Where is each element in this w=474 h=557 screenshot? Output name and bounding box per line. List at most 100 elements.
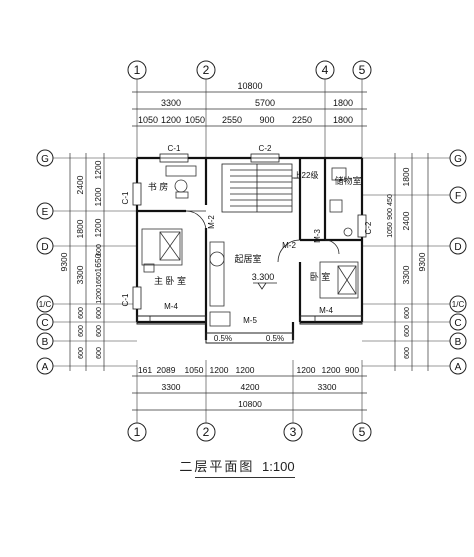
dim-top-r2-3: 2550 — [222, 115, 242, 125]
code-m4-left: M-4 — [164, 302, 178, 311]
room-storage: 储物室 — [334, 175, 361, 186]
axis-top-4: 4 — [322, 63, 329, 77]
dim-bottom-r1-2: 1050 — [185, 365, 204, 375]
code-c2-right: C-2 — [364, 221, 373, 234]
dim-left-r2-1: 1200 — [93, 187, 103, 206]
dim-bottom-total: 10800 — [238, 399, 262, 409]
room-study: 书 房 — [148, 181, 169, 192]
axis-left-C: C — [41, 318, 48, 329]
dim-bottom-r1-5: 1200 — [297, 365, 316, 375]
axis-top-1: 1 — [134, 63, 141, 77]
code-m5: M-5 — [243, 316, 257, 325]
dim-left-r1-1: 1800 — [75, 219, 85, 238]
dim-right-r2-2: 450 — [387, 194, 394, 206]
room-living: 起居室 — [234, 253, 261, 264]
furniture — [141, 165, 359, 327]
dimension-lines-top — [132, 91, 367, 127]
dim-bottom-r2-0: 3300 — [162, 382, 181, 392]
dim-right-r1-1: 2400 — [401, 211, 411, 230]
dim-top-r2-6: 1800 — [333, 115, 353, 125]
axis-bottom-2: 2 — [203, 425, 210, 439]
elevation-label: 3.300 — [252, 272, 275, 282]
dim-bottom-r2-1: 4200 — [241, 382, 260, 392]
dim-bottom-r1-3: 1200 — [210, 365, 229, 375]
dim-left-r1-5: 600 — [78, 347, 85, 359]
dimension-lines-right — [394, 153, 429, 371]
axis-bubbles-top — [127, 60, 372, 80]
axis-left-E: E — [42, 207, 49, 218]
dim-left-r2-9: 600 — [96, 347, 103, 359]
code-m4-right: M-4 — [319, 306, 333, 315]
dim-left-r2-0: 1200 — [93, 160, 103, 179]
dim-right-r1-4: 600 — [404, 325, 411, 337]
axis-left-G: G — [41, 154, 49, 165]
axis-right-1C: 1/C — [452, 300, 465, 309]
windows-top — [159, 153, 280, 163]
dim-bottom-r1-1: 2089 — [157, 365, 176, 375]
dim-right-r1-2: 3300 — [401, 265, 411, 284]
axis-bottom-5: 5 — [359, 425, 366, 439]
axis-top-2: 2 — [203, 63, 210, 77]
dim-right-r2-1: 900 — [387, 208, 394, 220]
code-m2-a: M-2 — [207, 215, 216, 229]
dim-top-r2-4: 900 — [259, 115, 274, 125]
dim-right-r1-3: 600 — [404, 307, 411, 319]
slope-right: 0.5% — [266, 334, 284, 343]
dim-left-r2-8: 600 — [96, 325, 103, 337]
caption-underline — [195, 477, 295, 478]
axis-bottom-1: 1 — [134, 425, 141, 439]
room-bedroom: 卧 室 — [310, 271, 331, 282]
axis-right-C: C — [454, 318, 461, 329]
dim-top-r2-5: 2250 — [292, 115, 312, 125]
dim-bottom-r1-6: 1200 — [322, 365, 341, 375]
dim-left-r1-3: 600 — [78, 307, 85, 319]
dim-left-r1-2: 3300 — [75, 265, 85, 284]
code-m3: M-3 — [313, 229, 322, 243]
dim-top-r1-1: 5700 — [255, 98, 275, 108]
drawing-caption: 二层平面图 1:100 — [0, 456, 474, 475]
axis-right-G: G — [454, 154, 462, 165]
axis-left-A: A — [42, 362, 49, 373]
axis-right-A: A — [455, 362, 462, 373]
dim-left-r1-4: 600 — [78, 325, 85, 337]
dim-top-r1-2: 1800 — [333, 98, 353, 108]
windows-side — [132, 182, 367, 310]
code-c2-top: C-2 — [259, 144, 272, 153]
code-c1-left-upper: C-1 — [121, 191, 130, 204]
code-c1-top: C-1 — [168, 144, 181, 153]
dim-top-total: 10800 — [237, 81, 262, 91]
dimension-lines-bottom — [132, 375, 367, 411]
dim-top-r1-0: 3300 — [161, 98, 181, 108]
dim-right-total: 9300 — [417, 252, 427, 271]
elevation-mark — [253, 282, 277, 290]
dim-left-r1-0: 2400 — [75, 175, 85, 194]
dim-left-r2-7: 600 — [96, 307, 103, 319]
dim-bottom-r1-7: 900 — [345, 365, 359, 375]
dim-left-r2-4: 1650 — [93, 253, 103, 272]
dim-left-r2-2: 1200 — [93, 218, 103, 237]
room-master-bedroom: 主 卧 室 — [154, 275, 186, 286]
dim-right-r1-5: 600 — [404, 347, 411, 359]
code-c1-left-lower: C-1 — [121, 293, 130, 306]
dim-left-r2-3: 600 — [96, 244, 103, 256]
axis-right-F: F — [455, 191, 461, 202]
stair-label: 上22级 — [294, 170, 319, 180]
code-m2-b: M-2 — [282, 241, 296, 250]
axis-left-B: B — [42, 337, 49, 348]
dim-top-r2-1: 1200 — [161, 115, 181, 125]
drawing-title: 二层平面图 — [179, 459, 255, 474]
axis-right-B: B — [455, 337, 462, 348]
axis-bottom-3: 3 — [290, 425, 297, 439]
dim-right-r1-0: 1800 — [401, 167, 411, 186]
axis-bubbles-bottom — [127, 422, 372, 442]
axis-left-1C: 1/C — [39, 300, 52, 309]
slope-left: 0.5% — [214, 334, 232, 343]
dim-left-r2-6: 1200 — [96, 288, 103, 304]
dim-left-total: 9300 — [59, 252, 69, 271]
dim-top-r2-2: 1050 — [185, 115, 205, 125]
balcony-rails — [136, 315, 363, 344]
dim-left-r2-5: 1650 — [96, 272, 103, 288]
drawing-scale: 1:100 — [262, 459, 295, 474]
axis-left-D: D — [41, 242, 48, 253]
